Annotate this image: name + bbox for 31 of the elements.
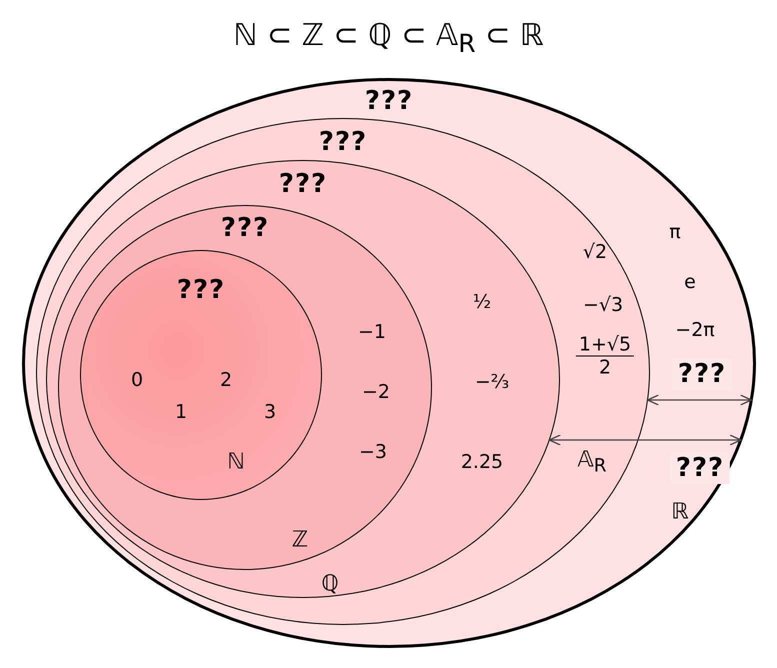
set-symbol: ℤ: [292, 528, 308, 552]
question-marks: ???: [176, 275, 226, 305]
set-symbol: ℝ: [671, 500, 689, 524]
title: ℕ ⊂ ℤ ⊂ ℚ ⊂ 𝔸$_{R}$ ⊂ ℝ: [232, 18, 545, 58]
number-label: 0: [130, 369, 144, 391]
edge-label: ???: [670, 452, 730, 484]
set-symbol: ℚ: [321, 572, 339, 596]
question-marks: ???: [318, 127, 368, 157]
question-marks: ???: [364, 86, 414, 116]
number-label: 2: [220, 369, 232, 391]
number-label: −1: [358, 321, 386, 343]
fraction-label: 1+√5 2: [576, 334, 634, 378]
number-label: ½: [472, 291, 492, 313]
double-arrow: [646, 394, 752, 406]
number-label: −⅔: [474, 371, 510, 393]
question-marks: ???: [278, 169, 328, 199]
number-label: √2: [582, 241, 608, 263]
question-marks: ???: [220, 213, 270, 243]
set-symbol: 𝔸$_{R}$: [577, 447, 607, 477]
number-label: 1: [174, 401, 188, 423]
number-label: 3: [264, 401, 276, 423]
number-label: −2π: [675, 319, 715, 341]
double-arrow: [548, 434, 742, 446]
number-label: 2.25: [460, 451, 504, 473]
number-label: e: [684, 271, 696, 293]
edge-label: ???: [672, 358, 732, 390]
number-label: −3: [359, 441, 387, 463]
number-label: π: [669, 221, 681, 243]
number-label: −√3: [582, 294, 624, 316]
set-symbol: ℕ: [227, 450, 245, 474]
number-label: −2: [362, 381, 390, 403]
